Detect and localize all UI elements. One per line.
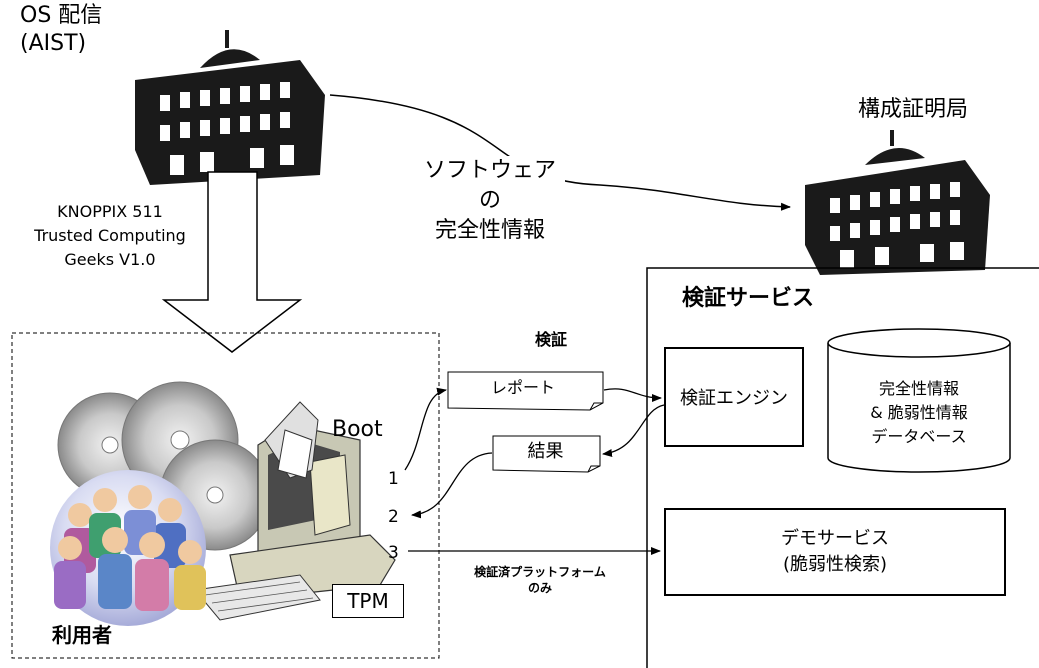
- demo-service-label: デモサービス: [781, 528, 889, 549]
- knoppix-version-label: KNOPPIX 511: [57, 202, 163, 221]
- demo-service-sublabel: (脆弱性検索): [782, 554, 888, 575]
- certificate-authority-building-icon: [805, 130, 990, 275]
- verified-platform-label: 検証済プラットフォーム: [474, 565, 606, 579]
- os-distribution-label: OS 配信: [20, 3, 103, 28]
- verification-service-title: 検証サービス: [682, 286, 815, 311]
- verification-service-panel: [646, 267, 1039, 668]
- result-label: 結果: [527, 441, 564, 462]
- verification-flow-title: 検証: [535, 330, 568, 349]
- software-integrity-label: ソフトウェアの: [423, 158, 556, 213]
- distribution-down-arrow: [161, 171, 303, 353]
- certificate-authority-label: 構成証明局: [858, 97, 969, 122]
- database-label-line1: 完全性情報: [878, 379, 959, 398]
- step1-report-arrow: [404, 387, 447, 471]
- verified-platform-sublabel: のみ: [527, 581, 552, 595]
- os-distribution-org: (AIST): [20, 31, 87, 56]
- database-label-line2: & 脆弱性情報: [870, 403, 968, 422]
- engine-to-result-arrow: [602, 404, 665, 457]
- step2-result-arrow: [411, 452, 493, 519]
- users-group-icon: [50, 470, 206, 626]
- tpm-box: TPM: [332, 584, 404, 618]
- client-boundary: [11, 332, 440, 659]
- report-to-engine-arrow: [603, 388, 662, 402]
- boot-document-icon: [264, 401, 319, 479]
- report-document-shape: [447, 371, 604, 411]
- report-label: レポート: [490, 378, 555, 397]
- demo-service-box[interactable]: デモサービス (脆弱性検索): [664, 508, 1006, 596]
- result-document-shape: [492, 435, 601, 473]
- verification-engine-label: 検証エンジン: [680, 388, 788, 409]
- step-2-label: 2: [388, 507, 399, 527]
- database-cylinder-icon: [827, 328, 1011, 473]
- boot-label: Boot: [332, 417, 383, 442]
- tpm-label: TPM: [347, 589, 389, 613]
- integrity-info-arrow: [329, 94, 791, 211]
- step-3-label: 3: [388, 543, 399, 563]
- geeks-version-label: Geeks V1.0: [64, 250, 156, 269]
- verification-engine-box: 検証エンジン: [664, 347, 804, 447]
- database-label-line3: データベース: [871, 427, 967, 446]
- user-label: 利用者: [52, 623, 112, 647]
- trusted-computing-label: Trusted Computing: [34, 226, 186, 245]
- step-1-label: 1: [388, 469, 399, 489]
- os-building-icon: [135, 30, 325, 185]
- software-integrity-sublabel: 完全性情報: [434, 218, 545, 243]
